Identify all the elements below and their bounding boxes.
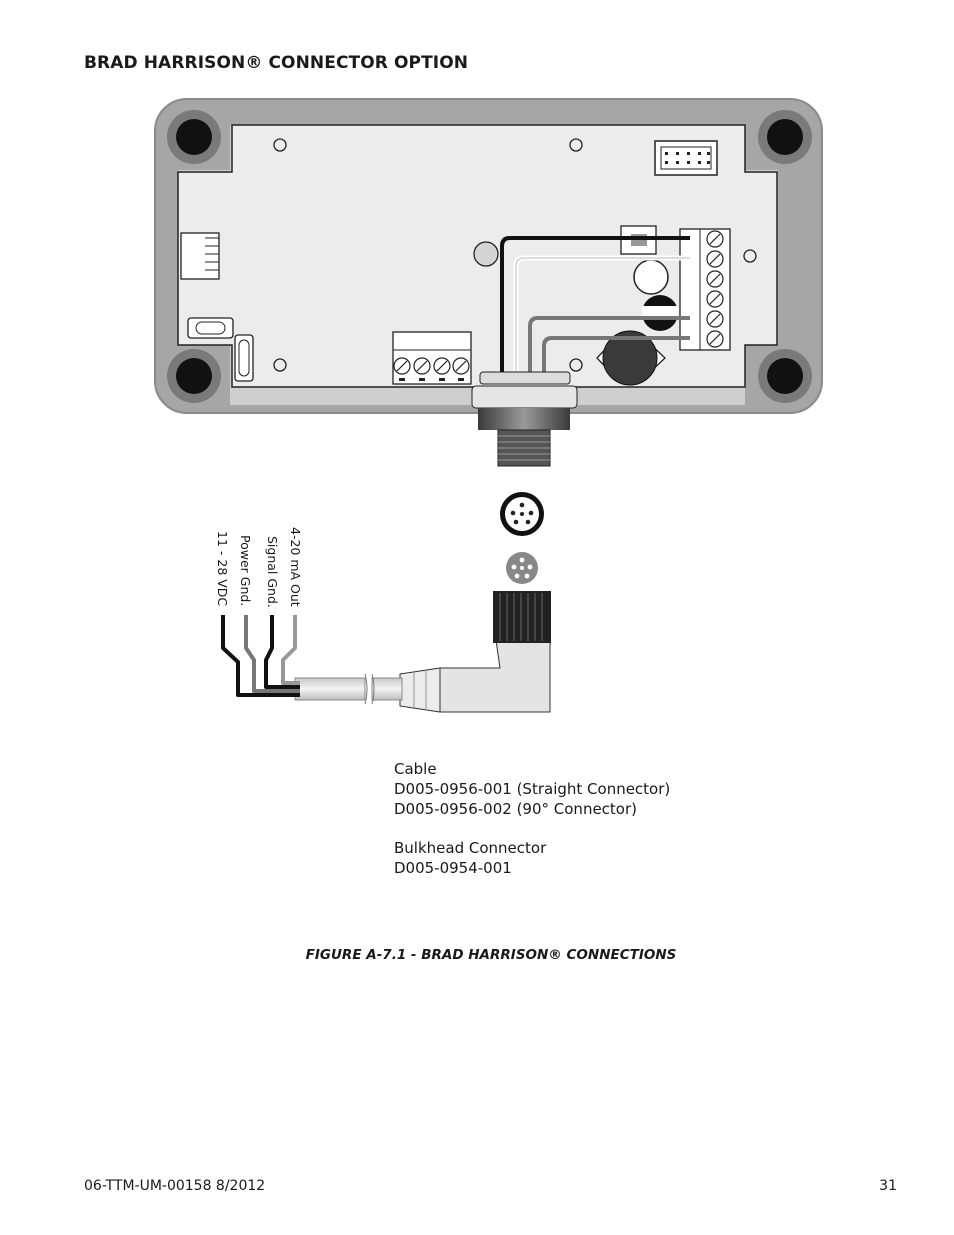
- circuit-board: [177, 124, 778, 388]
- wire-label-signal-gnd: Signal Gnd.: [265, 536, 280, 608]
- wire-label-supply-voltage: 11 - 28 VDC: [215, 531, 230, 607]
- bulkhead-part: D005-0954-001: [394, 859, 512, 878]
- terminal-block-bottom: [392, 331, 472, 385]
- figure-caption-wrapper: FIGURE A-7.1 - BRAD HARRISON® CONNECTION…: [0, 947, 954, 963]
- terminal-block-right: [679, 228, 731, 351]
- section-heading: BRAD HARRISON® CONNECTOR OPTION: [84, 53, 469, 73]
- bulkhead-connector: [471, 371, 578, 467]
- cable: [294, 673, 403, 705]
- figure-caption: FIGURE A-7.1 - BRAD HARRISON® CONNECTION…: [305, 947, 677, 963]
- cable-connector-90: [399, 591, 551, 713]
- wire-label-power-gnd: Power Gnd.: [238, 535, 253, 607]
- cable-part-90: D005-0956-002 (90° Connector): [394, 799, 638, 818]
- mounting-hole-icon: [167, 110, 812, 403]
- page-number: 31: [879, 1178, 897, 1194]
- ribbon-header: [654, 140, 718, 176]
- male-pin-face-icon: [500, 492, 544, 536]
- external-wires: [221, 615, 300, 697]
- part-notes: Cable D005-0956-001 (Straight Connector)…: [394, 760, 670, 879]
- wire-label-4-20ma: 4-20 mA Out: [288, 527, 303, 607]
- cable-title: Cable: [394, 760, 437, 778]
- side-connector: [180, 232, 220, 280]
- footer-doc-id: 06-TTM-UM-00158 8/2012: [84, 1178, 266, 1194]
- bulkhead-title: Bulkhead Connector: [394, 839, 547, 858]
- female-socket-face-icon: [506, 552, 538, 584]
- cable-part-straight: D005-0956-001 (Straight Connector): [394, 779, 671, 798]
- internal-wires: [500, 236, 690, 380]
